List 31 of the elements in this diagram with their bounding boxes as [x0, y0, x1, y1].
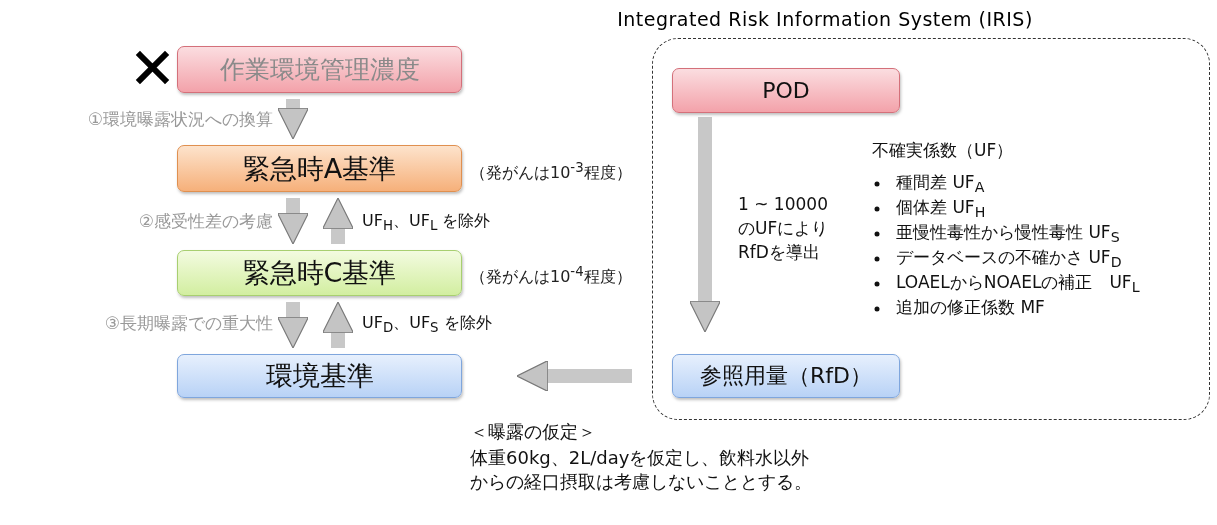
group-title: Integrated Risk Information System (IRIS): [616, 8, 1034, 30]
block-arrow: [277, 198, 309, 245]
list-item-text: 追加の修正係数 MF: [896, 297, 1046, 319]
edge-label: ①環境曝露状況への換算: [86, 108, 273, 131]
process-box: 緊急時A基準: [177, 145, 462, 192]
edge-label: 1 ~ 10000 のUFにより RfDを導出: [738, 193, 830, 264]
note-text: 不確実係数（UF）: [872, 140, 1015, 162]
block-arrow: [322, 197, 354, 244]
block-arrow: [277, 99, 309, 140]
edge-label: ③長期曝露での重大性: [103, 312, 273, 335]
block-arrow: [516, 360, 632, 392]
block-arrow: [689, 117, 721, 333]
block-arrow: [277, 302, 309, 349]
process-box: 緊急時C基準: [177, 250, 462, 296]
note-paragraph: 体重60kg、2L/dayを仮定し、飲料水以外からの経口摂取は考慮しないこととする。: [470, 446, 813, 495]
edge-label: UF$_{D}$、UF$_{S}$ を除外: [362, 312, 493, 338]
process-box: 環境基準: [177, 354, 462, 398]
process-box: POD: [672, 68, 900, 113]
note-text: （発がんは10$^{-4}$程度）: [470, 264, 632, 289]
edge-label: ②感受性差の考慮: [137, 210, 273, 233]
edge-label: UF$_{H}$、UF$_{L}$ を除外: [362, 210, 492, 236]
list-item-text: 個体差 UF$_{H}$: [896, 197, 987, 223]
note-text: ＜曝露の仮定＞: [470, 421, 597, 444]
list-item-text: LOAELからNOAELの補正 UF$_{L}$: [896, 272, 1141, 298]
list-item-text: 亜慢性毒性から慢性毒性 UF$_{S}$: [896, 222, 1121, 248]
list-item-text: データベースの不確かさ UF$_{D}$: [896, 247, 1123, 273]
process-box: 作業環境管理濃度: [177, 46, 462, 93]
list-item-text: 種間差 UF$_{A}$: [896, 172, 986, 198]
process-box: 参照用量（RfD）: [672, 354, 900, 398]
block-arrow: [322, 301, 354, 348]
note-text: （発がんは10$^{-3}$程度）: [470, 160, 632, 185]
